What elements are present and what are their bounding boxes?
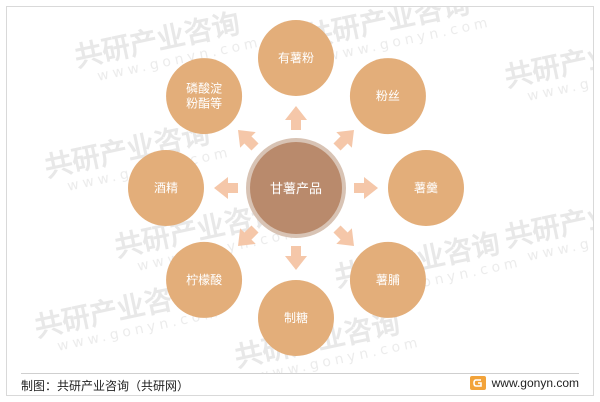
gonyn-logo-icon bbox=[469, 376, 486, 390]
node-circle bbox=[349, 241, 426, 318]
center-label: 甘薯产品 bbox=[270, 182, 322, 197]
arrow bbox=[354, 177, 378, 199]
footer-divider bbox=[21, 373, 579, 374]
node-label: 柠檬酸 bbox=[186, 272, 222, 287]
node-circle bbox=[128, 150, 204, 226]
node-label: 粉丝 bbox=[376, 89, 400, 103]
arrow bbox=[285, 246, 307, 270]
node-circle bbox=[388, 150, 464, 226]
arrow bbox=[238, 130, 259, 151]
arrow bbox=[238, 225, 259, 246]
node-label: 有薯粉 bbox=[278, 51, 314, 65]
center-circle bbox=[250, 142, 342, 234]
node-label: 制糖 bbox=[284, 310, 308, 325]
center-node: 甘薯产品 bbox=[246, 138, 346, 238]
node-circle bbox=[166, 58, 243, 135]
node-label: 薯羹 bbox=[414, 180, 438, 195]
node-top-right: 粉丝 bbox=[349, 58, 426, 135]
node-label: 磷酸淀 bbox=[186, 81, 222, 96]
arrow bbox=[333, 225, 354, 246]
node-circle bbox=[349, 58, 426, 135]
node-circle bbox=[166, 241, 243, 318]
node-bottom: 制糖 bbox=[258, 280, 334, 356]
footer-site: www.gonyn.com bbox=[469, 376, 579, 390]
arrow bbox=[285, 106, 307, 130]
site-url: www.gonyn.com bbox=[491, 376, 579, 390]
arrow bbox=[214, 177, 238, 199]
node-circle bbox=[258, 280, 334, 356]
node-circle bbox=[258, 20, 334, 96]
node-bottom-left: 柠檬酸 bbox=[166, 241, 243, 318]
node-label: 粉酯等 bbox=[186, 97, 222, 111]
node-right: 薯羹 bbox=[388, 150, 464, 226]
node-left: 酒精 bbox=[128, 150, 204, 226]
node-top: 有薯粉 bbox=[258, 20, 334, 96]
arrows-layer bbox=[214, 106, 378, 270]
node-label: 酒精 bbox=[154, 181, 178, 195]
source-caption: 制图：共研产业咨询（共研网） bbox=[21, 379, 190, 393]
arrow bbox=[333, 130, 354, 151]
node-label: 薯脯 bbox=[376, 273, 400, 287]
node-bottom-right: 薯脯 bbox=[349, 241, 426, 318]
